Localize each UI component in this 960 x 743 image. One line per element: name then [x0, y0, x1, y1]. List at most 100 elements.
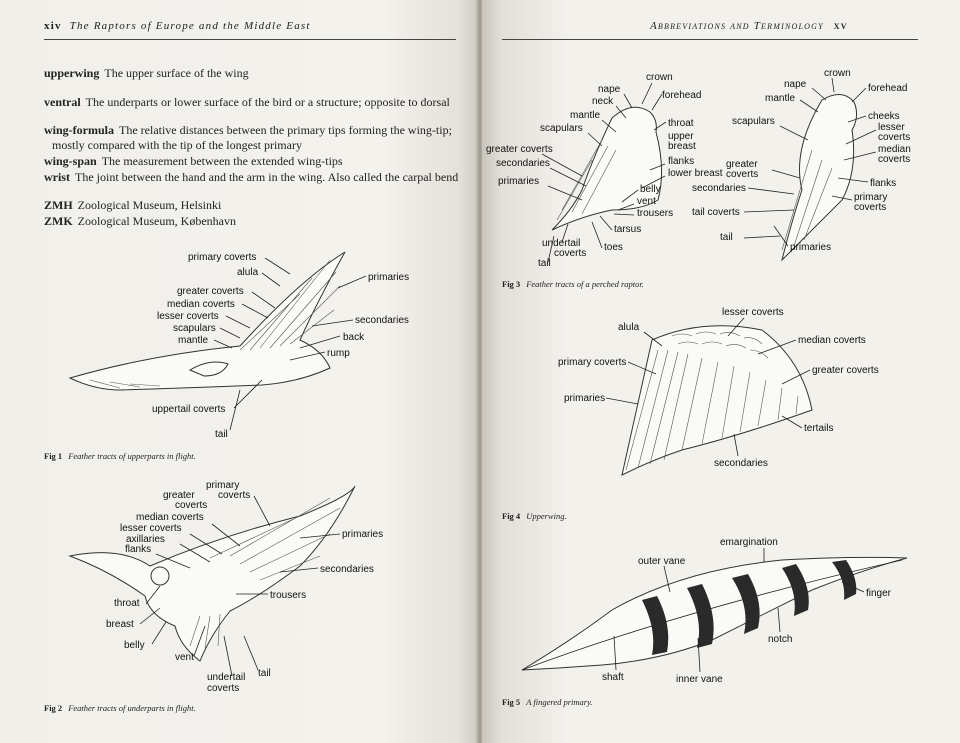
fig3-caption-text: Feather tracts of a perched raptor.	[526, 279, 644, 289]
fig3-label: scapulars	[732, 116, 775, 127]
fig1-caption-text: Feather tracts of upperparts in flight.	[68, 451, 196, 461]
fig3-label: nape	[784, 79, 807, 90]
fig4-upperwing-illustration: lesser coverts alula median coverts prim…	[558, 307, 879, 476]
fig3-label: primaries	[498, 176, 539, 187]
glossary-definition: The relative distances between the prima…	[119, 123, 452, 137]
fig3-label: coverts	[878, 132, 910, 143]
fig1-tail-feathers	[89, 379, 161, 389]
fig3-label: lower breast	[668, 168, 723, 179]
fig1-label: tail	[215, 429, 228, 440]
fig3-front-wing-feathers	[781, 149, 833, 251]
fig3-label: primary	[854, 192, 887, 203]
fig1-bird-outline	[68, 251, 346, 391]
fig4-label: tertails	[804, 423, 833, 434]
glossary-definition: The upper surface of the wing	[104, 66, 249, 80]
fig3-label: tail	[538, 258, 551, 269]
fig4-label: lesser coverts	[722, 307, 784, 318]
left-header-rule	[44, 39, 456, 40]
fig2-label: belly	[124, 640, 145, 651]
fig2-label: median coverts	[136, 512, 204, 523]
fig2-label: flanks	[125, 544, 151, 555]
glossary-definition: The joint between the hand and the arm i…	[75, 170, 459, 184]
fig2-number: Fig 2	[44, 703, 63, 713]
fig1-wing-feathers	[239, 259, 341, 351]
fig4-label: alula	[618, 322, 640, 333]
fig1-number: Fig 1	[44, 451, 63, 461]
fig3-label: tarsus	[614, 224, 641, 235]
fig3-leader-lines	[541, 77, 877, 263]
fig3-label: undertail	[542, 238, 580, 249]
fig2-flight-underparts-illustration: primary greater coverts coverts median c…	[68, 480, 383, 694]
fig1-label: rump	[327, 348, 350, 359]
right-header-rule	[502, 39, 918, 40]
fig3-label: coverts	[878, 154, 910, 165]
fig4-wing-outline	[621, 325, 813, 476]
fig1-caption: Fig 1 Feather tracts of upperparts in fli…	[44, 451, 196, 461]
fig4-covert-scallops	[671, 331, 769, 359]
right-page-number: xv	[833, 20, 848, 32]
fig3-front-bird-outline	[781, 94, 858, 262]
fig5-leader-lines	[613, 548, 865, 673]
fig3-label: coverts	[554, 248, 586, 259]
fig3-label: primaries	[790, 242, 831, 253]
fig3-label: mantle	[765, 93, 795, 104]
fig2-label: coverts	[207, 683, 239, 694]
fig2-label: coverts	[175, 500, 207, 511]
fig1-label: back	[343, 332, 365, 343]
fig3-label: coverts	[726, 169, 758, 180]
fig1-flight-upperparts-illustration: primary coverts alula greater coverts me…	[68, 251, 409, 440]
fig2-head	[150, 566, 170, 586]
fig5-label: emargination	[720, 537, 778, 548]
fig4-label: primaries	[564, 393, 605, 404]
fig5-fingered-primary-illustration: emargination outer vane finger notch sha…	[521, 537, 908, 685]
glossary-entry: wrist The joint between the hand and the …	[44, 170, 458, 185]
fig2-label: greater	[163, 490, 195, 501]
fig2-wing-feathers	[209, 497, 341, 581]
fig3-label: forehead	[662, 90, 701, 101]
fig2-label: trousers	[270, 590, 306, 601]
fig2-label: coverts	[218, 490, 250, 501]
fig1-label: uppertail coverts	[152, 404, 225, 415]
fig1-label: primary coverts	[188, 252, 256, 263]
fig3-label: greater coverts	[486, 144, 553, 155]
fig5-label: outer vane	[638, 556, 686, 567]
right-running-head: Abbreviations and Terminology xv	[650, 20, 848, 32]
fig3-label: belly	[640, 184, 661, 195]
glossary-term: wrist	[44, 170, 70, 184]
fig2-bird-outline	[68, 485, 356, 662]
fig1-label: alula	[237, 267, 259, 278]
fig3-label: lesser	[878, 122, 905, 133]
fig2-label: primary	[206, 480, 239, 491]
left-page-number: xiv	[44, 20, 62, 32]
right-page: Abbreviations and Terminology xv crown na…	[482, 0, 960, 743]
book-gutter	[476, 0, 484, 743]
fig3-label: vent	[637, 196, 656, 207]
right-running-head-title: Abbreviations and Terminology	[650, 20, 824, 32]
fig2-label: secondaries	[320, 564, 374, 575]
fig3-label: cheeks	[868, 111, 900, 122]
fig4-leader-lines	[605, 317, 811, 457]
fig3-label: mantle	[570, 110, 600, 121]
fig5-label: finger	[866, 588, 892, 599]
fig3-label: tail	[720, 232, 733, 243]
glossary-term: ventral	[44, 95, 81, 109]
fig3-label: greater	[726, 159, 758, 170]
fig2-label: tail	[258, 668, 271, 679]
fig4-label: greater coverts	[812, 365, 879, 376]
fig1-label: primaries	[368, 272, 409, 283]
fig3-label: upper	[668, 131, 694, 142]
fig2-labels: primary greater coverts coverts median c…	[106, 480, 383, 694]
fig3-side-wing-feathers	[556, 139, 617, 221]
fig3-label: crown	[646, 72, 673, 83]
abbreviation-definition: Zoological Museum, København	[77, 214, 236, 228]
fig3-label: throat	[668, 118, 694, 129]
fig3-label: secondaries	[692, 183, 746, 194]
fig3-label: nape	[598, 84, 621, 95]
